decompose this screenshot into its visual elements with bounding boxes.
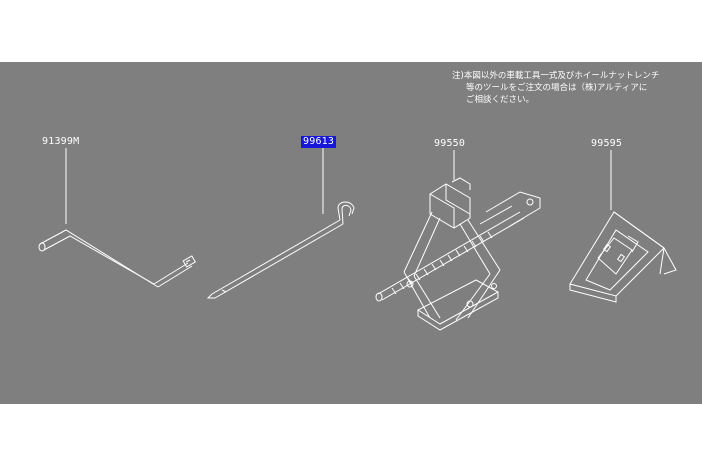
parts-diagram: 注)本図以外の車載工具一式及びホイールナットレンチ 等のツールをご注文の場合は（…: [0, 62, 702, 404]
part-number-99613[interactable]: 99613: [301, 136, 337, 148]
hook-rod-drawing: [206, 201, 355, 299]
wheel-chock-drawing: [569, 211, 677, 303]
jack-handle-drawing: [38, 229, 197, 288]
parts-illustration: [38, 148, 677, 331]
note-line-2: 等のツールをご注文の場合は（株)アルティアに: [466, 83, 648, 93]
note-line-1: 注)本図以外の車載工具一式及びホイールナットレンチ: [452, 71, 660, 81]
scissor-jack-drawing: [375, 177, 541, 331]
part-number-99550[interactable]: 99550: [434, 138, 466, 149]
note-line-3: ご相談ください。: [466, 95, 535, 105]
ordering-note: 注)本図以外の車載工具一式及びホイールナットレンチ 等のツールをご注文の場合は（…: [452, 70, 659, 106]
part-number-91399m[interactable]: 91399M: [42, 136, 80, 147]
part-number-99595[interactable]: 99595: [591, 138, 623, 149]
